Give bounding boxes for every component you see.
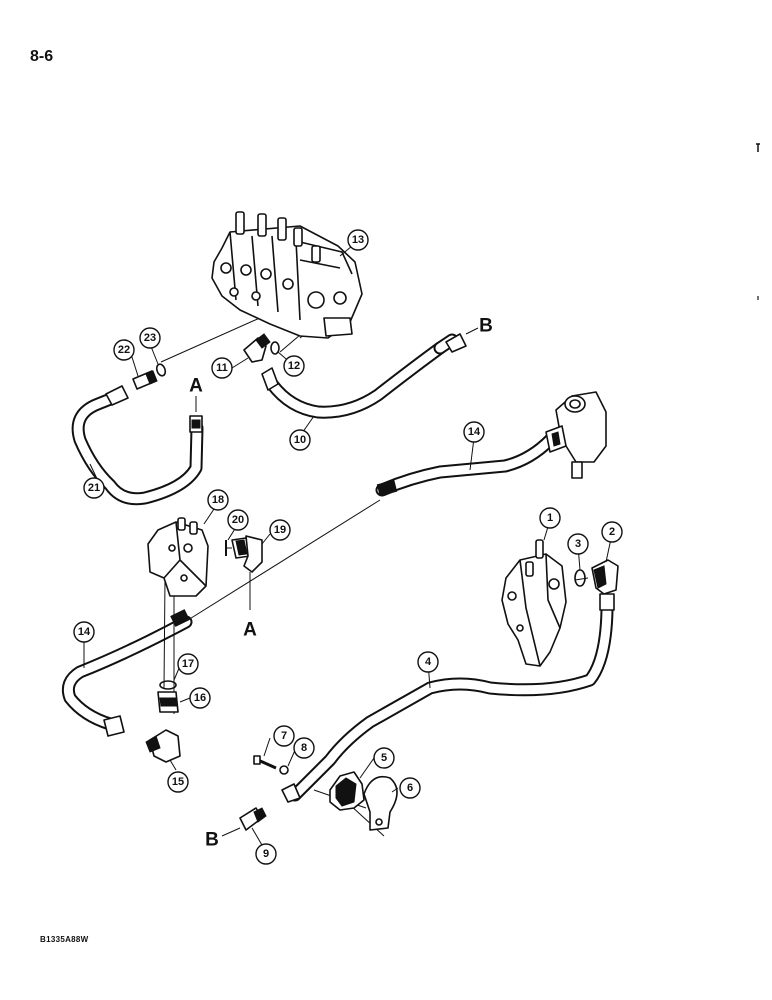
elbow-fitting-2[interactable] [591, 559, 619, 611]
bracket-6[interactable] [363, 775, 398, 831]
svg-text:12: 12 [288, 360, 300, 372]
relief-valve[interactable] [545, 391, 607, 479]
svg-text:9: 9 [263, 848, 269, 860]
tube-end-connector-b-upper [445, 333, 467, 353]
svg-text:15: 15 [172, 776, 184, 788]
svg-text:13: 13 [352, 234, 364, 246]
svg-text:7: 7 [281, 730, 287, 742]
callout-12: 12 [283, 355, 305, 377]
o-ring-12[interactable] [270, 341, 280, 355]
tube-14-lower [61, 609, 193, 731]
svg-text:14: 14 [78, 626, 91, 638]
svg-text:4: 4 [425, 656, 432, 668]
ref-letter-a-top: A [189, 376, 203, 397]
svg-text:22: 22 [118, 344, 130, 356]
svg-text:17: 17 [182, 658, 194, 670]
tube-end-connector-4 [281, 783, 301, 803]
svg-text:10: 10 [294, 434, 306, 446]
callout-13: 13 [347, 229, 369, 251]
svg-text:2: 2 [609, 526, 615, 538]
callout-15: 15 [167, 771, 189, 793]
elbow-fitting-19[interactable] [231, 535, 263, 573]
svg-text:20: 20 [232, 514, 244, 526]
svg-text:14: 14 [468, 426, 481, 438]
ref-letter-a-bottom: A [243, 620, 257, 641]
svg-text:11: 11 [216, 362, 228, 374]
callout-17: 17 [177, 653, 199, 675]
callout-20: 20 [227, 509, 249, 531]
adapter-fitting-22[interactable] [105, 370, 158, 406]
callout-14-upper: 14 [463, 421, 485, 443]
svg-text:1: 1 [547, 512, 553, 524]
svg-text:5: 5 [381, 752, 387, 764]
callout-6: 6 [399, 777, 421, 799]
svg-text:19: 19 [274, 524, 286, 536]
page-number: 8-6 [30, 48, 54, 65]
callout-14-lower: 14 [73, 621, 95, 643]
elbow-fitting-15[interactable] [145, 729, 181, 763]
callout-2: 2 [601, 521, 623, 543]
valve-1[interactable] [501, 539, 567, 667]
o-ring-3[interactable] [574, 569, 586, 587]
ref-letter-b-top: B [479, 316, 493, 337]
callout-22: 22 [113, 339, 135, 361]
callout-18: 18 [207, 489, 229, 511]
callout-8: 8 [293, 737, 315, 759]
callout-3: 3 [567, 533, 589, 555]
svg-text:3: 3 [575, 538, 581, 550]
tube-end-connector-14 [103, 715, 125, 737]
callout-21: 21 [83, 477, 105, 499]
ref-letter-b-bottom: B [205, 830, 219, 851]
elbow-fitting-11[interactable] [243, 333, 279, 391]
svg-text:6: 6 [407, 782, 413, 794]
valve-block-18[interactable] [147, 517, 209, 597]
callout-7: 7 [273, 725, 295, 747]
callout-1: 1 [539, 507, 561, 529]
control-valve-13[interactable] [211, 211, 363, 339]
tube-4 [288, 603, 614, 802]
svg-text:21: 21 [88, 482, 100, 494]
callout-16: 16 [189, 687, 211, 709]
callout-5: 5 [373, 747, 395, 769]
adapter-fitting-16[interactable] [157, 691, 179, 713]
tube-14-upper [375, 433, 557, 497]
svg-text:16: 16 [194, 692, 206, 704]
o-ring-23[interactable] [155, 363, 167, 377]
svg-text:23: 23 [144, 332, 156, 344]
callout-19: 19 [269, 519, 291, 541]
o-ring-17[interactable] [159, 680, 177, 690]
connector-9[interactable] [239, 807, 267, 831]
tube-21 [71, 389, 204, 506]
callout-11: 11 [211, 357, 233, 379]
svg-text:8: 8 [301, 742, 307, 754]
callout-10: 10 [289, 429, 311, 451]
tube-10 [265, 341, 447, 419]
bolt-7[interactable] [253, 755, 277, 770]
callout-4: 4 [417, 651, 439, 673]
svg-text:18: 18 [212, 494, 224, 506]
callout-23: 23 [139, 327, 161, 349]
callout-9: 9 [255, 843, 277, 865]
margin-marks [756, 143, 760, 300]
nut-8[interactable] [279, 765, 289, 775]
clamp-5[interactable] [329, 771, 365, 811]
tube-end-connector-a [189, 415, 203, 433]
figure-code: B1335A88W [40, 935, 89, 944]
